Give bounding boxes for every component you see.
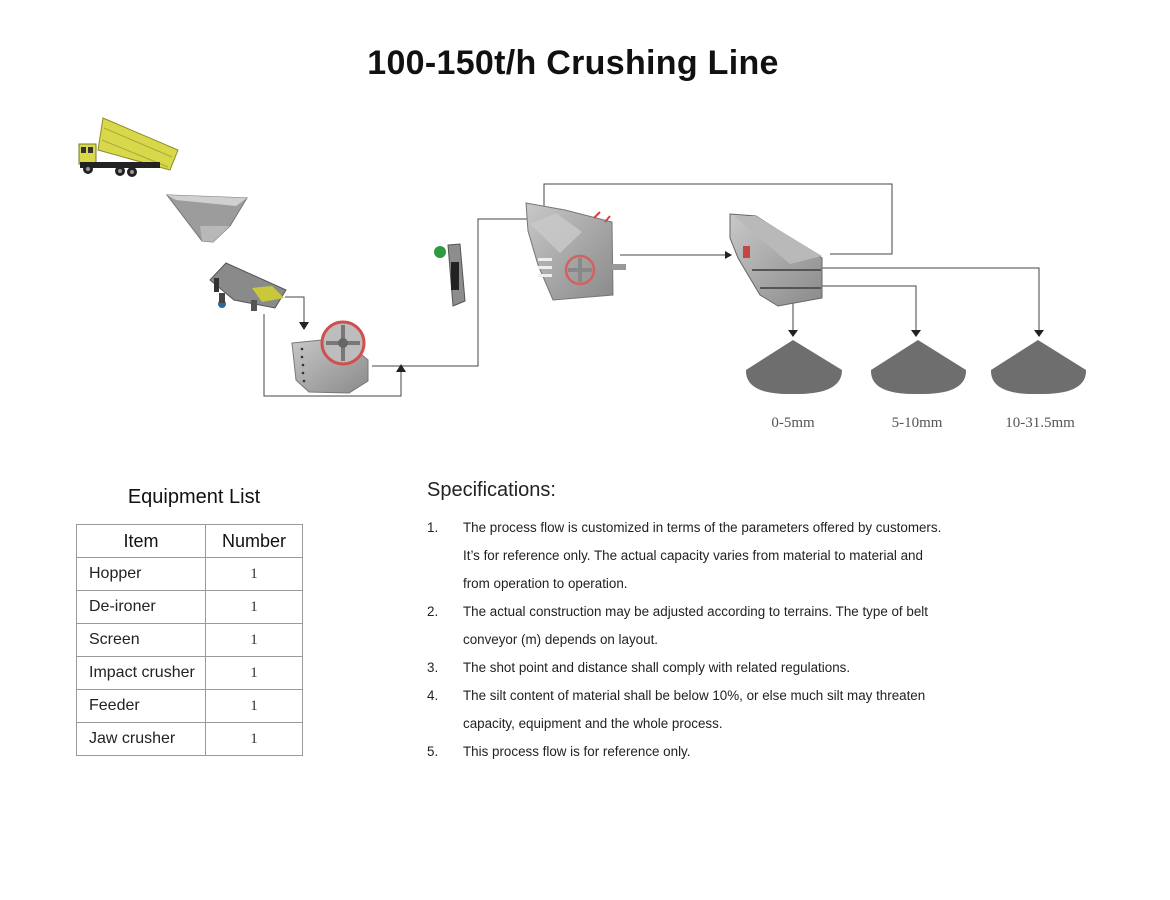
spec-item: 3. The shot point and distance shall com… [427, 654, 1027, 682]
row-number: 1 [205, 623, 303, 657]
specifications-title: Specifications: [427, 479, 556, 501]
spec-number: 5. [427, 744, 439, 759]
header-number: Number [205, 524, 303, 558]
output-label-10-31-5mm: 10-31.5mm [1005, 415, 1075, 431]
spec-item: 5. This process flow is for reference on… [427, 738, 1027, 766]
table-row: Hopper 1 [76, 557, 303, 591]
page-title: 100-150t/h Crushing Line [367, 44, 779, 82]
arrow-heads [299, 208, 1044, 372]
spec-number: 1. [427, 520, 439, 535]
table-row: Jaw crusher 1 [76, 722, 303, 756]
spec-line: from operation to operation. [463, 576, 628, 591]
spec-item: 2. The actual construction may be adjust… [427, 598, 1027, 654]
row-item: Screen [76, 623, 206, 657]
arrow-right-screen [725, 251, 732, 259]
table-row: Feeder 1 [76, 689, 303, 723]
process-flow-diagram [78, 117, 1087, 397]
row-number: 1 [205, 656, 303, 690]
hopper [165, 194, 248, 243]
equipment-table: Item Number Hopper 1 De-ironer 1 Screen … [76, 524, 303, 756]
arrow-down-pile-3 [1034, 330, 1044, 337]
row-item: Impact crusher [76, 656, 206, 690]
stockpiles [745, 340, 1087, 395]
dump-truck [78, 117, 179, 177]
spec-line: This process flow is for reference only. [463, 744, 691, 759]
spec-line: conveyor (m) depends on layout. [463, 632, 659, 647]
output-label-5-10mm: 5-10mm [891, 415, 943, 431]
row-number: 1 [205, 689, 303, 723]
spec-number: 3. [427, 660, 439, 675]
row-number: 1 [205, 722, 303, 756]
arrow-up-merge [396, 364, 406, 372]
row-item: Feeder [76, 689, 206, 723]
spec-item: 1. The process flow is customized in ter… [427, 514, 1027, 598]
vibrating-feeder [209, 262, 287, 311]
impact-crusher [525, 202, 626, 301]
jaw-to-conveyor-line [372, 218, 535, 367]
de-ironer [434, 243, 466, 307]
arrow-down-pile-2 [911, 330, 921, 337]
vibrating-screen [729, 213, 823, 307]
feeder-bypass-line [263, 314, 402, 397]
spec-item: 4. The silt content of material shall be… [427, 682, 1027, 738]
stockpile-5-10 [870, 340, 967, 395]
spec-line: It’s for reference only. The actual capa… [463, 548, 923, 563]
row-item: Jaw crusher [76, 722, 206, 756]
spec-line: capacity, equipment and the whole proces… [463, 716, 723, 731]
row-item: De-ironer [76, 590, 206, 624]
table-row: Impact crusher 1 [76, 656, 303, 690]
spec-line: The silt content of material shall be be… [463, 688, 926, 703]
row-item: Hopper [76, 557, 206, 591]
equipment-list-title: Equipment List [127, 486, 261, 508]
table-header-row: Item Number [76, 524, 303, 558]
row-number: 1 [205, 590, 303, 624]
spec-line: The shot point and distance shall comply… [463, 660, 851, 675]
jaw-crusher [291, 320, 369, 394]
spec-line: The actual construction may be adjusted … [463, 604, 928, 619]
table-row: De-ironer 1 [76, 590, 303, 624]
specifications-list: 1. The process flow is customized in ter… [427, 514, 1027, 766]
arrow-down-pile-1 [788, 330, 798, 337]
feeder-to-jaw-line [285, 296, 305, 322]
spec-number: 2. [427, 604, 439, 619]
stockpile-0-5 [745, 340, 842, 395]
screen-return-line [543, 183, 893, 255]
table-row: Screen 1 [76, 623, 303, 657]
row-number: 1 [205, 557, 303, 591]
arrow-down-jaw [299, 322, 309, 330]
spec-number: 4. [427, 688, 439, 703]
screen-to-10-31-line [822, 267, 1040, 330]
header-item: Item [76, 524, 206, 558]
spec-line: The process flow is customized in terms … [463, 520, 942, 535]
stockpile-10-31 [990, 340, 1087, 395]
screen-to-5-10-line [822, 285, 917, 330]
output-label-0-5mm: 0-5mm [771, 415, 815, 431]
